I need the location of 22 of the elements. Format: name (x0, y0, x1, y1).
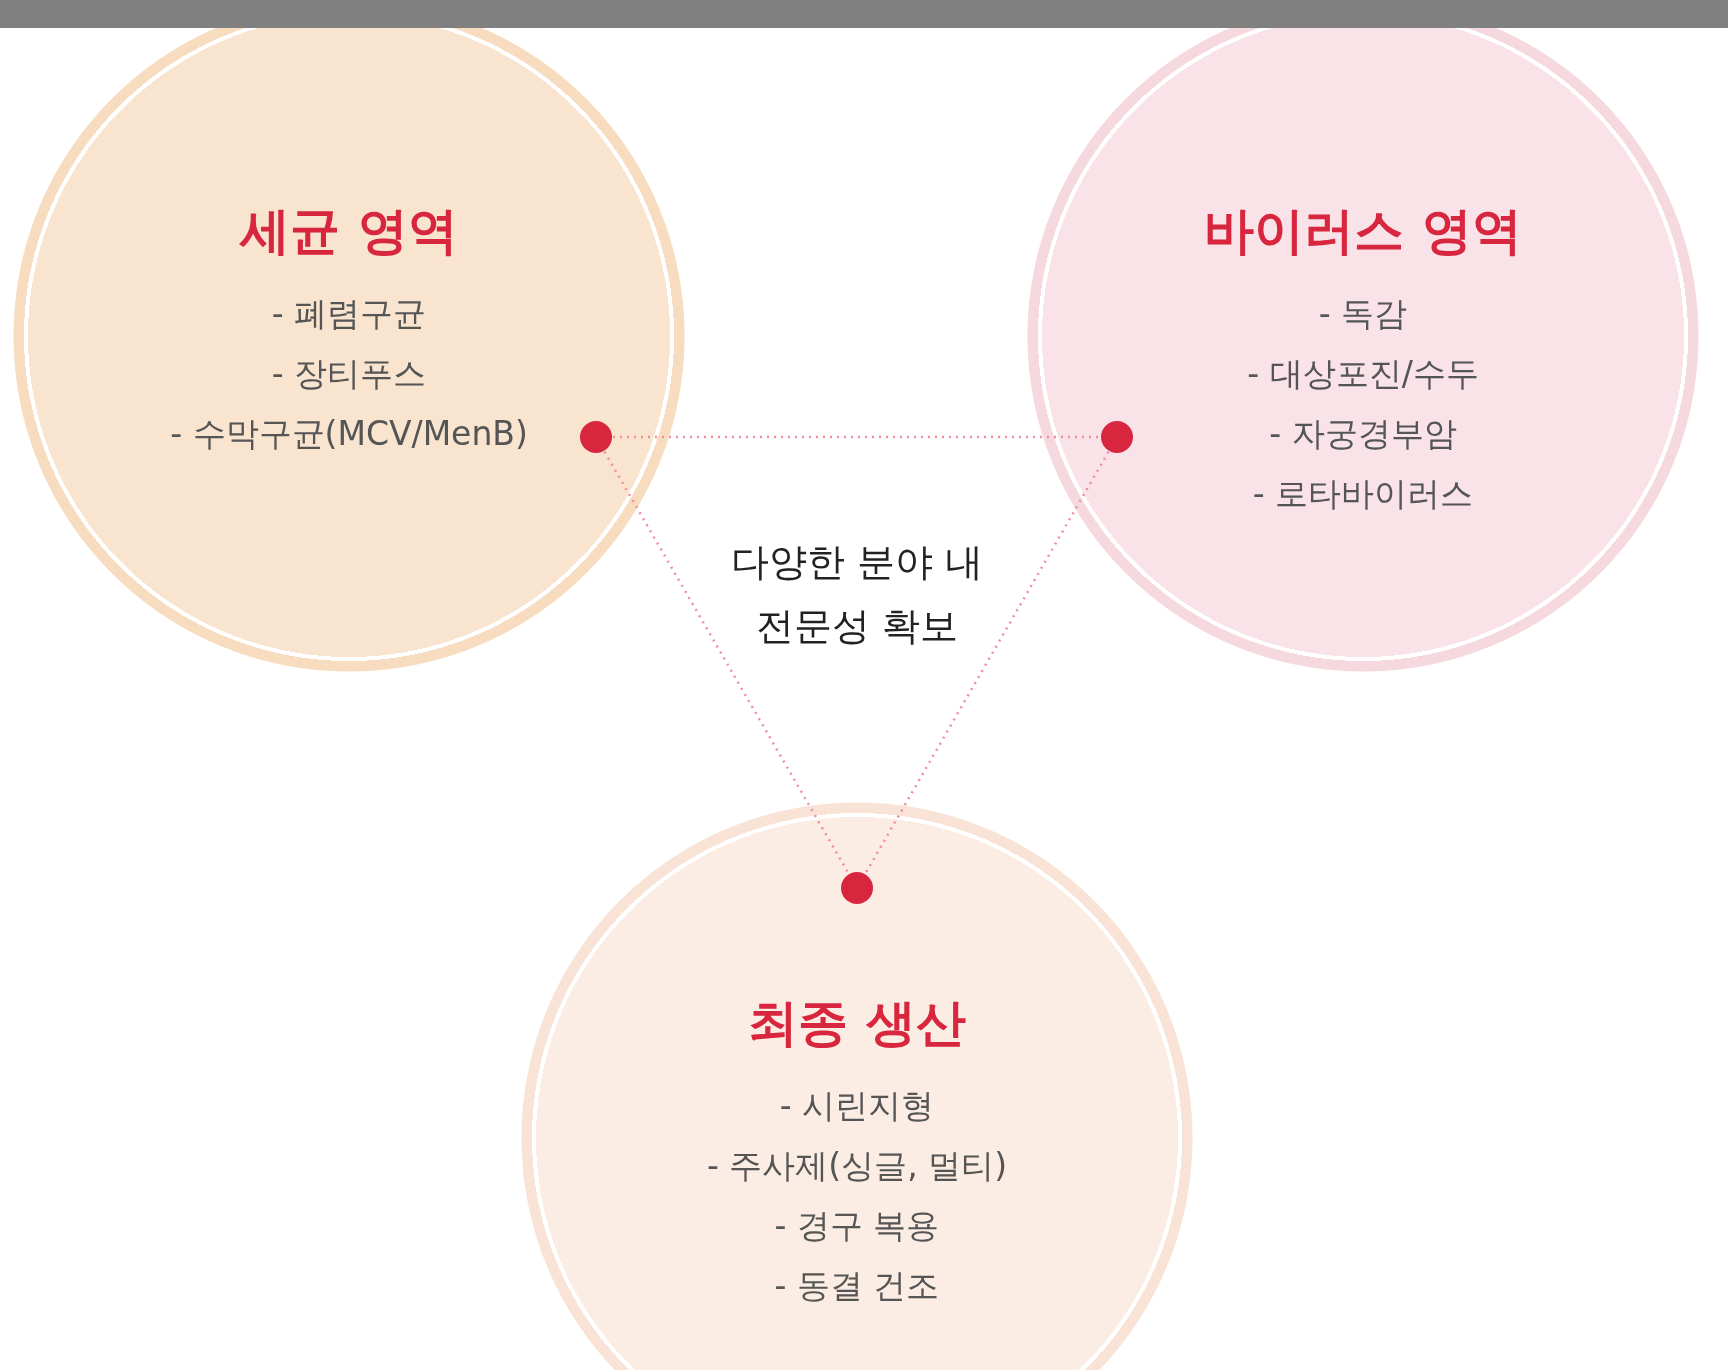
list-item: - 장티푸스 (271, 353, 427, 395)
marker-dot (580, 421, 612, 453)
area-title: 바이러스 영역 (1204, 201, 1522, 262)
list-item: - 독감 (1318, 293, 1408, 335)
dotted-line (864, 451, 1110, 874)
area-title: 최종 생산 (748, 993, 966, 1054)
center-caption: 다양한 분야 내 전문성 확보 (729, 539, 985, 650)
list-item: - 로타바이러스 (1252, 473, 1474, 515)
list-item: - 경구 복용 (774, 1205, 940, 1247)
list-item: - 시린지형 (779, 1085, 935, 1127)
list-item: - 동결 건조 (774, 1265, 940, 1307)
dotted-line (603, 451, 850, 874)
list-item: - 폐렴구균 (271, 293, 427, 335)
area-title: 세균 영역 (240, 201, 458, 262)
marker-dot (841, 872, 873, 904)
list-item: - 주사제(싱글, 멀티) (706, 1145, 1008, 1187)
list-item: - 대상포진/수두 (1247, 353, 1479, 395)
top-bar (0, 0, 1728, 28)
dotted-line (613, 435, 1100, 439)
marker-dot (1101, 421, 1133, 453)
list-item: - 수막구균(MCV/MenB) (170, 413, 528, 455)
list-item: - 자궁경부암 (1269, 413, 1457, 455)
